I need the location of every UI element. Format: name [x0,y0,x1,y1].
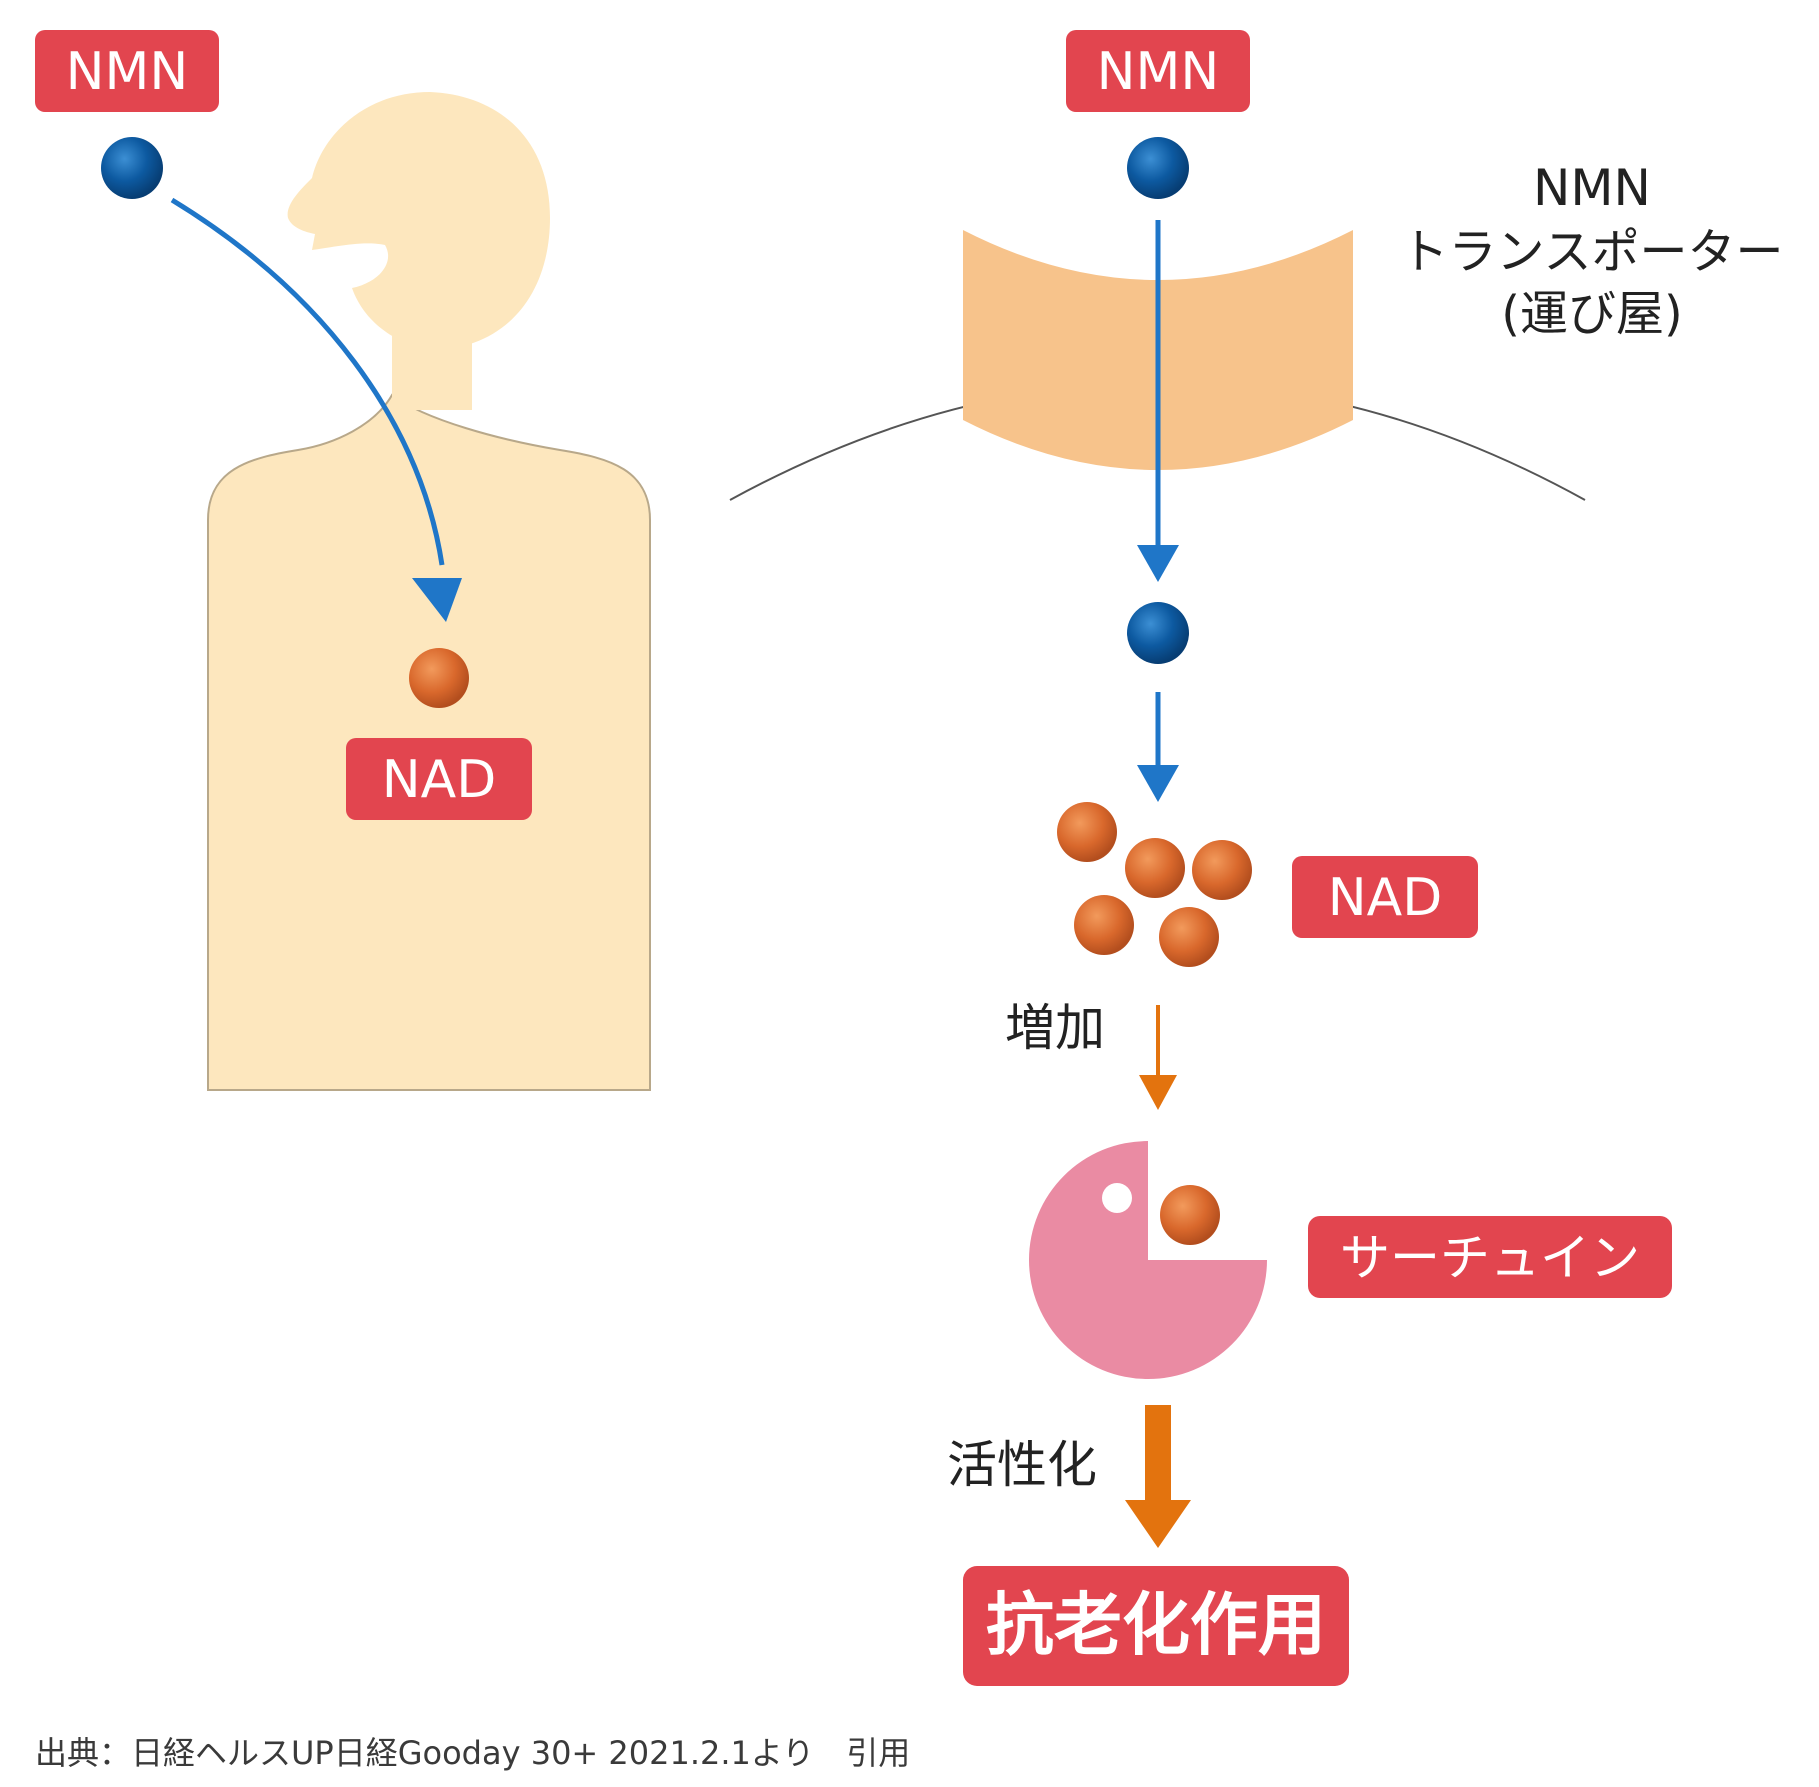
nad-molecule [1159,907,1219,967]
nad-molecule [1192,840,1252,900]
activation-label: 活性化 [947,1436,1097,1494]
transporter-caption: NMN トランスポーター (運び屋) [1400,159,1783,342]
svg-text:NMN: NMN [66,42,189,102]
transport-arrow-head [1137,545,1179,582]
svg-text:抗老化作用: 抗老化作用 [986,1587,1326,1666]
nad-molecule [1057,802,1117,862]
absorption-arrow [170,197,445,566]
nad-label-right: NAD [1292,856,1478,938]
svg-text:NMN: NMN [1097,42,1220,102]
nad-molecule [1125,838,1185,898]
transporter-caption-line1: NMN [1533,159,1651,217]
svg-text:NAD: NAD [382,750,497,810]
sirtuin-eye [1102,1183,1132,1213]
nmn-label-left: NMN [35,30,219,112]
activation-arrow [1145,1405,1171,1505]
nad-molecule-cluster [1057,802,1252,967]
nad-label-left: NAD [346,738,532,820]
nmn-label-right: NMN [1066,30,1250,112]
sirtuin-label: サーチュイン [1308,1216,1672,1298]
increase-label: 増加 [1005,999,1105,1057]
transporter-caption-line3: (運び屋) [1501,286,1682,342]
activation-arrow-head [1125,1500,1191,1548]
increase-arrow-head [1139,1075,1177,1110]
transporter-caption-line2: トランスポーター [1400,224,1783,280]
source-credit: 出典：日経ヘルスUP日経Gooday 30+ 2021.2.1より 引用 [35,1734,911,1772]
nmn-molecule-inside [1127,602,1189,664]
svg-text:サーチュイン: サーチュイン [1340,1229,1640,1287]
conversion-arrow-head [1137,765,1179,802]
nmn-molecule-right [1127,137,1189,199]
sirtuin-enzyme [1029,1141,1267,1379]
nad-bound-molecule [1160,1185,1220,1245]
anti-aging-label: 抗老化作用 [963,1566,1349,1686]
nad-molecule-left [409,648,469,708]
absorption-arrow-head [412,578,462,622]
nad-molecule [1074,895,1134,955]
nmn-molecule-left [101,137,163,199]
svg-text:NAD: NAD [1328,868,1443,928]
